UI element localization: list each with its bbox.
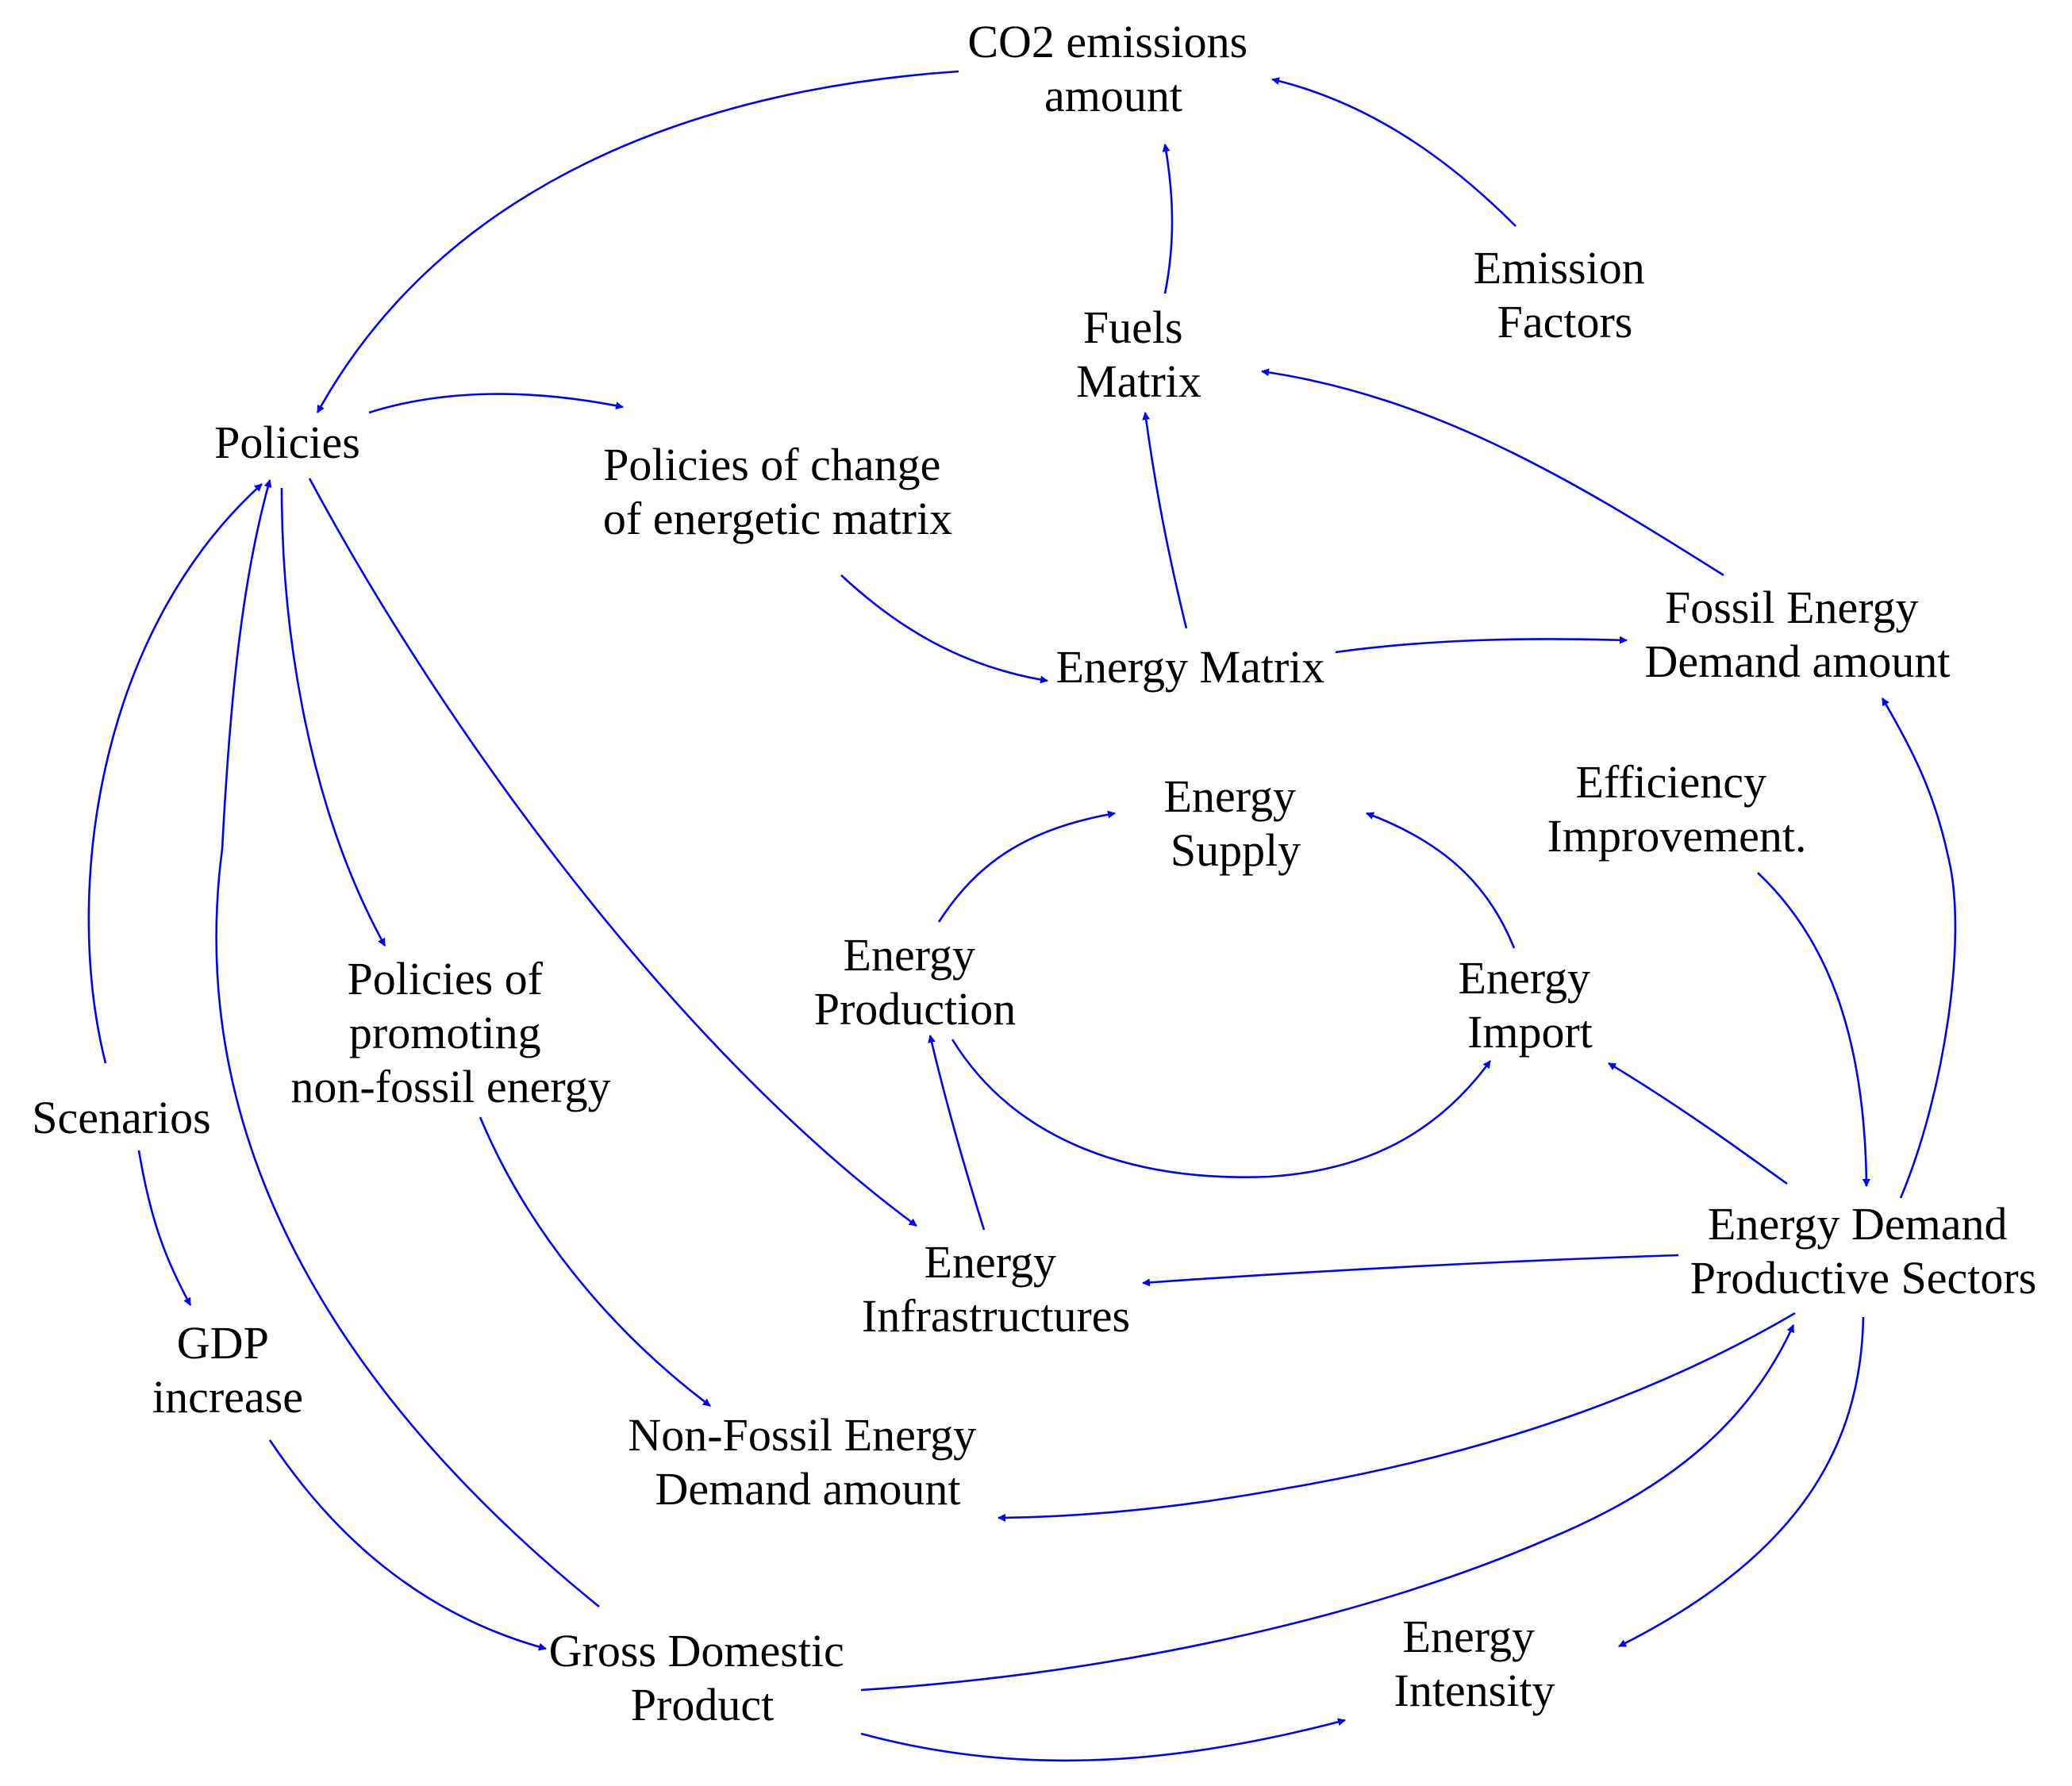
node-energy-demand: Energy Demand Productive Sectors bbox=[1690, 1198, 2037, 1304]
edge-policies-change-to-energy-matrix bbox=[840, 574, 1048, 684]
node-fossil-demand: Fossil Energy Demand amount bbox=[1645, 582, 1951, 687]
node-energy-supply-line-2: Supply bbox=[1171, 824, 1301, 876]
edge-energy-demand-to-fossil-demand bbox=[1881, 697, 1957, 1199]
node-energy-intensity-line-2: Intensity bbox=[1394, 1665, 1555, 1716]
node-fuels-matrix-line-1: Fuels bbox=[1083, 302, 1183, 353]
node-energy-production-line-1: Energy bbox=[844, 929, 975, 981]
node-gdp-line-1: Gross Domestic bbox=[549, 1625, 844, 1677]
node-energy-import: Energy Import bbox=[1459, 952, 1602, 1058]
node-gdp-increase: GDP increase bbox=[152, 1317, 303, 1423]
node-energy-import-line-2: Import bbox=[1467, 1006, 1593, 1058]
edge-fuels-matrix-to-co2 bbox=[1162, 144, 1174, 294]
edge-policies-to-energy-infra bbox=[308, 478, 917, 1227]
node-fuels-matrix: Fuels Matrix bbox=[1076, 302, 1201, 407]
edge-emission-factors-to-co2 bbox=[1271, 77, 1517, 227]
node-efficiency-improvement: Efficiency Improvement. bbox=[1547, 756, 1807, 862]
node-efficiency-line-2: Improvement. bbox=[1547, 810, 1807, 862]
node-energy-production: Energy Production bbox=[814, 929, 1017, 1035]
edges bbox=[87, 70, 1957, 1762]
node-co2-emissions: CO2 emissions amount bbox=[967, 16, 1259, 121]
node-scenarios-line-1: Scenarios bbox=[32, 1092, 211, 1143]
node-scenarios: Scenarios bbox=[32, 1092, 211, 1143]
node-energy-demand-line-1: Energy Demand bbox=[1708, 1198, 2007, 1250]
edge-energy-demand-to-energy-import bbox=[1608, 1062, 1788, 1185]
node-gdp-line-2: Product bbox=[631, 1679, 774, 1730]
node-energy-infra-line-1: Energy bbox=[925, 1236, 1056, 1288]
node-policies-change-line-2: of energetic matrix bbox=[603, 493, 952, 544]
node-policies-promoting-line-1: Policies of bbox=[348, 953, 544, 1004]
node-co2-line-2: amount bbox=[1044, 70, 1182, 121]
edge-policies-to-policies-promoting bbox=[280, 487, 386, 947]
node-energy-demand-line-2: Productive Sectors bbox=[1690, 1252, 2037, 1304]
edge-scenarios-to-gdp-increase bbox=[137, 1150, 192, 1306]
node-policies-promoting-line-2: promoting bbox=[349, 1007, 541, 1058]
node-non-fossil-demand: Non-Fossil Energy Demand amount bbox=[628, 1409, 987, 1515]
node-efficiency-line-1: Efficiency bbox=[1576, 756, 1766, 808]
edge-fossil-demand-to-fuels-matrix bbox=[1261, 368, 1724, 577]
nodes: CO2 emissions amount Emission Factors Fu… bbox=[32, 16, 2036, 1730]
node-emission-factors: Emission Factors bbox=[1474, 242, 1656, 348]
edge-energy-production-to-energy-import bbox=[951, 1039, 1492, 1178]
node-policies-promoting: Policies of promoting non-fossil energy bbox=[290, 953, 610, 1112]
node-energy-matrix: Energy Matrix bbox=[1056, 641, 1325, 693]
edge-energy-infra-to-energy-production bbox=[928, 1035, 986, 1231]
node-policies-promoting-line-3: non-fossil energy bbox=[290, 1061, 610, 1112]
edge-policies-to-policies-change bbox=[368, 393, 624, 414]
node-energy-intensity: Energy Intensity bbox=[1394, 1611, 1555, 1716]
edge-co2-to-policies bbox=[316, 70, 959, 413]
edge-energy-demand-to-non-fossil-demand bbox=[998, 1312, 1796, 1522]
node-energy-intensity-line-1: Energy bbox=[1403, 1611, 1535, 1662]
node-policies-change: Policies of change of energetic matrix bbox=[603, 439, 952, 544]
node-policies-change-line-1: Policies of change bbox=[603, 439, 940, 490]
node-energy-supply-line-1: Energy bbox=[1164, 770, 1296, 822]
node-emission-factors-line-2: Factors bbox=[1497, 296, 1633, 348]
edge-gdp-to-energy-intensity bbox=[860, 1718, 1346, 1762]
node-gdp-increase-line-2: increase bbox=[152, 1371, 303, 1423]
edge-gdp-increase-to-gdp bbox=[268, 1439, 547, 1651]
edge-energy-import-to-energy-supply bbox=[1366, 812, 1516, 949]
node-energy-supply: Energy Supply bbox=[1164, 770, 1308, 876]
edge-energy-production-to-energy-supply bbox=[937, 810, 1116, 923]
node-fossil-demand-line-2: Demand amount bbox=[1645, 636, 1951, 687]
node-gross-domestic-product: Gross Domestic Product bbox=[549, 1625, 856, 1730]
node-policies: Policies bbox=[214, 417, 360, 468]
edge-scenarios-to-policies bbox=[87, 483, 263, 1064]
edge-energy-matrix-to-fossil-demand bbox=[1335, 636, 1628, 654]
node-co2-line-1: CO2 emissions bbox=[967, 16, 1247, 67]
node-gdp-increase-line-1: GDP bbox=[177, 1317, 267, 1369]
node-energy-import-line-1: Energy bbox=[1459, 952, 1590, 1004]
node-emission-factors-line-1: Emission bbox=[1474, 242, 1645, 294]
node-energy-matrix-line-1: Energy Matrix bbox=[1056, 641, 1325, 693]
edge-energy-matrix-to-fuels-matrix bbox=[1142, 412, 1188, 629]
node-energy-infrastructures: Energy Infrastructures bbox=[862, 1236, 1130, 1342]
node-non-fossil-demand-line-1: Non-Fossil Energy bbox=[628, 1409, 976, 1461]
edge-gdp-to-energy-demand bbox=[860, 1324, 1795, 1692]
edge-energy-demand-to-energy-infra bbox=[1142, 1254, 1679, 1287]
node-policies-line-1: Policies bbox=[214, 417, 360, 468]
node-energy-production-line-2: Production bbox=[814, 983, 1017, 1035]
node-non-fossil-demand-line-2: Demand amount bbox=[655, 1463, 961, 1515]
node-energy-infra-line-2: Infrastructures bbox=[862, 1290, 1130, 1342]
edge-policies-promoting-to-non-fossil-demand bbox=[479, 1116, 711, 1408]
node-fossil-demand-line-1: Fossil Energy bbox=[1665, 582, 1919, 633]
edge-energy-demand-to-energy-intensity bbox=[1618, 1316, 1865, 1648]
edge-gdp-to-policies bbox=[215, 479, 600, 1608]
edge-efficiency-to-energy-demand bbox=[1757, 872, 1870, 1187]
node-fuels-matrix-line-2: Matrix bbox=[1076, 355, 1201, 407]
